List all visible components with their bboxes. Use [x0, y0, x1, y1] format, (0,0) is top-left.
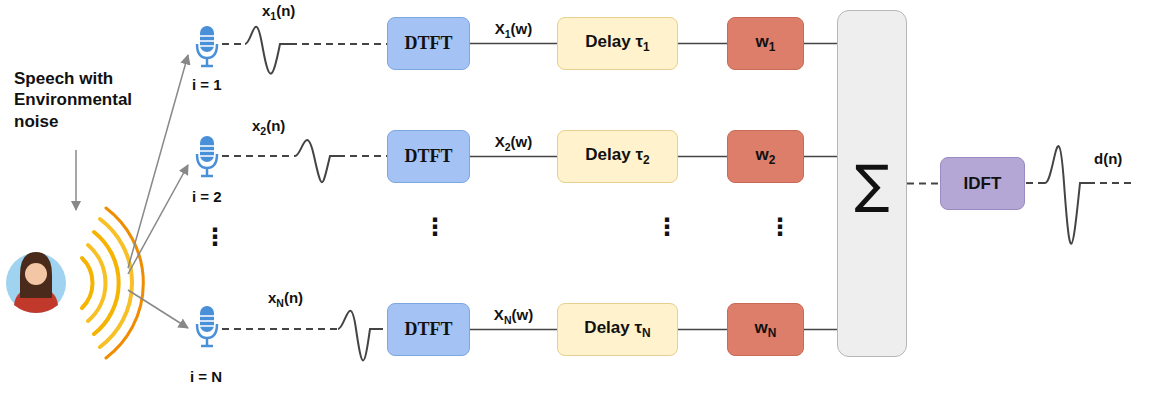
signal-label: x2(n)	[252, 117, 285, 138]
sound-waves	[82, 208, 143, 358]
connector	[470, 156, 557, 157]
box-label: ∑	[854, 154, 889, 214]
box-label: w2	[756, 145, 776, 167]
signal-label: i = N	[190, 368, 222, 387]
box-label: DTFT	[404, 33, 452, 54]
connector	[678, 156, 727, 157]
box-label: Delay τ2	[585, 145, 649, 167]
box-label: DTFT	[404, 319, 452, 340]
edge-label: XN(w)	[492, 306, 535, 326]
microphone	[197, 136, 217, 176]
signal-label: xN(n)	[268, 289, 303, 310]
signal-label: ⋮	[768, 212, 792, 242]
source-caption: Speech with Environmental noise	[14, 68, 174, 132]
box-label: wN	[755, 318, 777, 340]
microphone	[197, 306, 217, 346]
delay-box: Delay τ2	[557, 130, 678, 183]
signal-label: x1(n)	[262, 2, 295, 23]
edge-label: X1(w)	[493, 20, 535, 40]
signal-label: d(n)	[1094, 150, 1122, 169]
connector	[678, 43, 727, 44]
box-label: Delay τN	[584, 318, 650, 340]
connector	[804, 43, 837, 44]
signal-label: i = 1	[192, 76, 222, 95]
weight-box: wN	[727, 303, 804, 356]
signal-label: i = 2	[192, 188, 222, 207]
weight-box: w1	[727, 17, 804, 70]
dtft-box: DTFT	[387, 17, 470, 70]
signal-wires	[222, 27, 1135, 361]
box-label: Delay τ1	[585, 32, 649, 54]
connector	[470, 43, 557, 44]
connector	[678, 329, 727, 330]
delay-box: Delay τ1	[557, 17, 678, 70]
dtft-box: DTFT	[387, 303, 470, 356]
microphone	[197, 26, 217, 66]
connector	[470, 329, 557, 330]
box-label: DTFT	[404, 146, 452, 167]
signal-label: ⋮	[423, 212, 447, 242]
speaker-person	[6, 252, 66, 313]
dtft-box: DTFT	[387, 130, 470, 183]
connector	[804, 156, 837, 157]
idft-box: IDFT	[940, 157, 1025, 210]
sum-box: ∑	[837, 10, 907, 357]
box-label: IDFT	[964, 174, 1002, 194]
delay-box: Delay τN	[557, 303, 678, 356]
signal-label: ⋮	[203, 222, 227, 252]
edge-label: X2(w)	[493, 133, 535, 153]
signal-label: ⋮	[655, 212, 679, 242]
connector	[804, 329, 837, 330]
weight-box: w2	[727, 130, 804, 183]
connector	[907, 183, 940, 185]
box-label: w1	[756, 32, 776, 54]
